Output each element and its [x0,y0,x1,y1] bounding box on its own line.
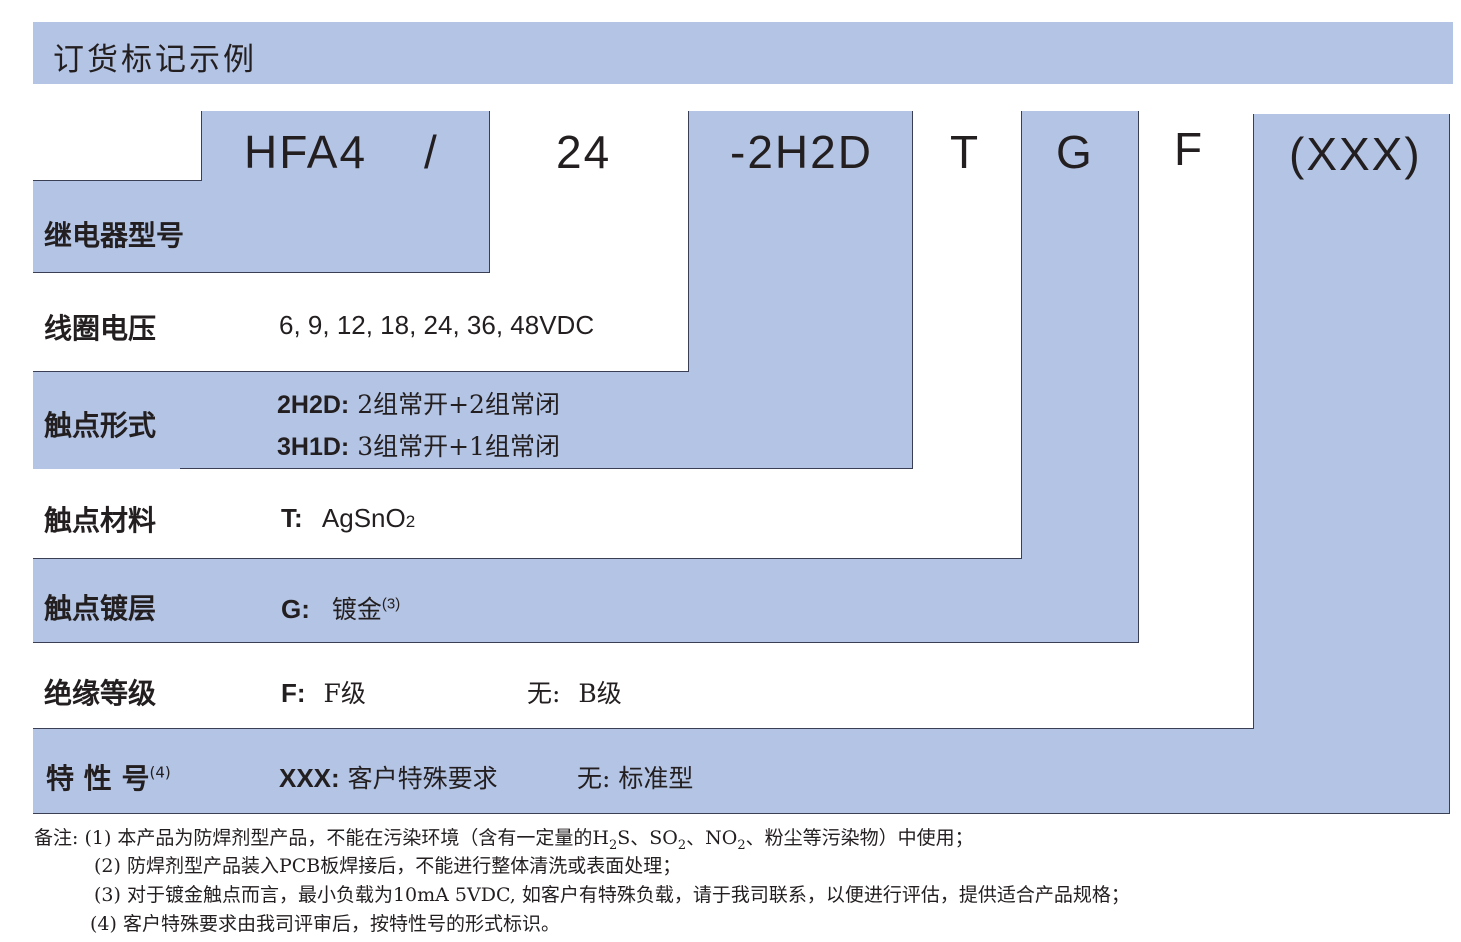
code-model: HFA4 [244,126,368,178]
divider [33,642,1139,643]
divider [1138,111,1139,643]
note-1-text-d: 、粉尘等污染物）中使用； [745,827,974,849]
contact-plating-code: G: [281,594,310,624]
model-block-top [201,111,490,181]
contact-form-option-2: 3H1D: 3组常开+1组常闭 [277,427,560,463]
special-code-2: 无: [577,764,611,793]
insulation-value-2: B级 [578,679,622,708]
divider [33,728,1254,729]
note-1-sub-3: 2 [737,837,746,853]
insulation-option-1: F: F级 [281,674,366,710]
divider [180,468,913,469]
contact-material-option: T: AgSnO2 [281,503,415,534]
note-3: (3) 对于镀金触点而言，最小负载为10mA 5VDC, 如客户有特殊负载，请于… [94,884,1130,906]
code-insulation: F [1174,123,1205,175]
divider [33,558,1022,559]
note-1-sub-1: 2 [608,837,618,853]
label-contact-form: 触点形式 [44,409,157,442]
note-2: (2) 防焊剂型产品装入PCB板焊接后，不能进行整体清洗或表面处理； [94,855,682,877]
contact-plating-sup: (3) [381,595,401,613]
insulation-code-2: 无: [527,679,561,708]
contact-material-value: AgSnO [321,503,406,533]
label-special-text: 特 性 号 [46,762,150,795]
divider [1021,111,1022,559]
code-slash: / [424,126,439,178]
contact-form-desc-2: 3组常开+1组常闭 [357,432,560,461]
note-1-text-c: 、NO [686,827,738,849]
special-value-2: 标准型 [618,764,694,793]
label-contact-plating: 触点镀层 [44,592,157,625]
special-value-1: 客户特殊要求 [347,764,498,793]
insulation-option-2: 无: B级 [527,674,622,710]
label-model: 继电器型号 [44,219,185,252]
model-block [33,180,490,273]
note-4: (4) 客户特殊要求由我司评审后，按特性号的形式标识。 [90,913,560,935]
plating-block-top [1021,111,1139,561]
divider [489,111,490,273]
label-insulation: 绝缘等级 [44,677,157,710]
contact-form-block [33,371,913,469]
divider [33,272,490,273]
label-contact-material: 触点材料 [44,504,157,537]
divider [1449,114,1450,814]
special-option-2: 无: 标准型 [577,759,693,795]
label-coil-voltage: 线圈电压 [44,312,157,345]
label-special-sup: (4) [149,763,171,782]
label-special: 特 性 号(4) [46,757,171,797]
special-code-1: XXX: [279,763,340,793]
insulation-value-1: F级 [323,679,366,708]
code-coil-voltage: 24 [556,126,612,178]
contact-form-option-1: 2H2D: 2组常开+2组常闭 [277,385,560,421]
page-title: 订货标记示例 [53,42,257,78]
divider [688,111,689,372]
special-block-top [1254,114,1450,730]
coil-voltage-values: 6, 9, 12, 18, 24, 36, 48VDC [279,310,595,340]
header-bar: 订货标记示例 [33,22,1453,84]
note-1-sub-2: 2 [677,837,687,853]
special-block [33,728,1450,814]
contact-plating-option: G: 镀金(3) [281,590,400,626]
code-contact-plating: G [1056,126,1094,178]
code-contact-material: T [950,126,981,178]
divider [1253,114,1254,729]
contact-form-desc-1: 2组常开+2组常闭 [357,390,560,419]
notes-prefix: 备注: [34,827,79,849]
divider [201,111,202,181]
contact-material-code: T: [281,503,303,533]
contact-material-subscript: 2 [405,512,416,531]
divider [33,180,201,181]
divider [33,371,689,372]
contact-form-code-1: 2H2D: [277,391,350,419]
divider [912,111,913,469]
note-1: 备注: (1) 本产品为防焊剂型产品，不能在污染环境（含有一定量的H2S、SO2… [34,823,974,853]
contact-form-block-top [689,111,913,373]
contact-form-code-2: 3H1D: [277,433,350,461]
contact-plating-value: 镀金 [331,595,382,624]
divider [33,813,1450,814]
note-1-text-b: S、SO [617,827,678,849]
code-special: (XXX) [1289,128,1422,180]
special-option-1: XXX: 客户特殊要求 [279,759,498,795]
note-1-text-a: (1) 本产品为防焊剂型产品，不能在污染环境（含有一定量的H [84,827,609,849]
code-contact-form: -2H2D [730,126,873,178]
insulation-code-1: F: [281,678,306,708]
plating-block [33,558,1139,643]
